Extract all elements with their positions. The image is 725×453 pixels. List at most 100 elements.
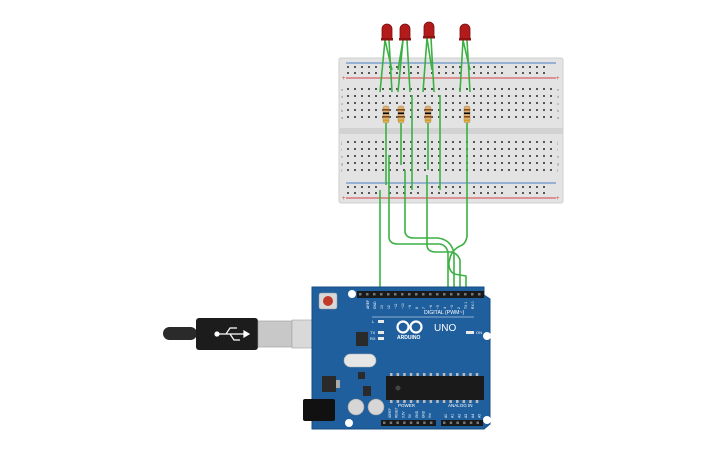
pin-wire-1[interactable] (388, 155, 449, 292)
analog-header-pin[interactable] (476, 421, 480, 425)
power-header-pin[interactable] (389, 421, 393, 425)
power-jack[interactable] (303, 399, 335, 421)
power-header-pin[interactable] (409, 421, 413, 425)
header-pin[interactable] (478, 293, 481, 296)
resistors[interactable] (382, 105, 471, 124)
breadboard-hole (417, 72, 419, 74)
breadboard-hole (536, 95, 538, 97)
header-pin[interactable] (380, 293, 383, 296)
header-pin[interactable] (408, 293, 411, 296)
breadboard-hole (487, 66, 489, 68)
pin-wire-2[interactable] (404, 170, 455, 292)
analog-header-pin[interactable] (469, 421, 473, 425)
breadboard-hole (459, 192, 461, 194)
resistor-4[interactable] (463, 105, 471, 124)
analog-header-pin[interactable] (456, 421, 459, 425)
breadboard-hole (417, 102, 419, 104)
led-3[interactable] (423, 21, 435, 39)
header-pin[interactable] (394, 293, 397, 296)
breadboard-hole (375, 186, 377, 188)
breadboard-hole (389, 95, 391, 97)
breadboard-hole (347, 102, 349, 104)
led2-ground-wire[interactable] (397, 39, 404, 71)
header-pin[interactable] (429, 293, 432, 296)
breadboard-hole (501, 102, 503, 104)
breadboard-hole (473, 186, 475, 188)
breadboard-hole (375, 192, 377, 194)
crystal-oscillator (343, 353, 377, 368)
breadboard-hole (487, 109, 489, 111)
breadboard-hole (375, 109, 377, 111)
power-header[interactable] (381, 420, 436, 426)
header-pin[interactable] (373, 293, 376, 296)
breadboard-hole (438, 162, 440, 164)
breadboard-hole (403, 186, 405, 188)
led1-ground-wire[interactable] (384, 39, 393, 71)
header-pin[interactable] (443, 293, 446, 296)
breadboard-hole (361, 148, 363, 150)
analog-header-pin[interactable] (463, 421, 466, 425)
resistor-band (425, 119, 431, 122)
led-2[interactable] (399, 23, 411, 41)
breadboard-hole (445, 162, 447, 164)
led4-ground-wire[interactable] (462, 39, 471, 71)
resistor-2[interactable] (397, 105, 405, 124)
led-4[interactable] (459, 23, 471, 41)
breadboard-hole (452, 155, 454, 157)
leds[interactable] (381, 21, 471, 41)
header-pin[interactable] (450, 293, 453, 296)
breadboard-hole (354, 95, 356, 97)
analog-header-pin[interactable] (443, 421, 446, 425)
breadboard-hole (473, 109, 475, 111)
breadboard-hole (480, 88, 482, 90)
usb-plug-metal (257, 320, 293, 348)
resistor-1[interactable] (382, 105, 390, 124)
power-header-pin[interactable] (383, 421, 386, 425)
breadboard-hole (501, 162, 503, 164)
power-header-pin[interactable] (423, 421, 426, 425)
breadboard-hole (501, 66, 503, 68)
header-pin[interactable] (457, 293, 460, 296)
power-header-pin[interactable] (403, 421, 406, 425)
breadboard-hole (522, 192, 524, 194)
power-header-pin[interactable] (429, 421, 433, 425)
header-pin[interactable] (422, 293, 425, 296)
header-pin[interactable] (471, 293, 474, 296)
usb-cable[interactable] (163, 318, 337, 350)
reset-button[interactable] (323, 296, 333, 306)
led3-ground-wire[interactable] (426, 37, 433, 71)
breadboard-hole (354, 192, 356, 194)
breadboard-hole (361, 162, 363, 164)
led-1[interactable] (381, 23, 393, 41)
digital-pin-label: ~5 (436, 305, 440, 309)
breadboard-hole (452, 109, 454, 111)
header-pin[interactable] (401, 293, 404, 296)
power-header-pin[interactable] (396, 421, 399, 425)
header-pin[interactable] (415, 293, 418, 296)
pin-wire-3[interactable] (426, 175, 461, 292)
header-pin[interactable] (359, 293, 362, 296)
pin-wire-4[interactable] (448, 185, 468, 292)
header-pin[interactable] (387, 293, 390, 296)
header-pin[interactable] (366, 293, 369, 296)
arduino-infinity-logo (396, 320, 423, 334)
power-header-pin[interactable] (416, 421, 420, 425)
header-pin[interactable] (464, 293, 467, 296)
power-pin-label: GND (415, 410, 419, 418)
breadboard-hole (487, 141, 489, 143)
resistor-3[interactable] (424, 105, 432, 124)
chip-pin (390, 400, 393, 403)
digital-header[interactable] (357, 291, 484, 298)
breadboard-hole (368, 66, 370, 68)
header-pin[interactable] (436, 293, 439, 296)
breadboard-hole (487, 186, 489, 188)
led-body (459, 23, 471, 40)
analog-header-pin[interactable] (449, 421, 453, 425)
breadboard-hole (536, 169, 538, 171)
breadboard-hole (494, 88, 496, 90)
wires[interactable] (379, 37, 471, 292)
analog-header[interactable] (441, 420, 483, 426)
